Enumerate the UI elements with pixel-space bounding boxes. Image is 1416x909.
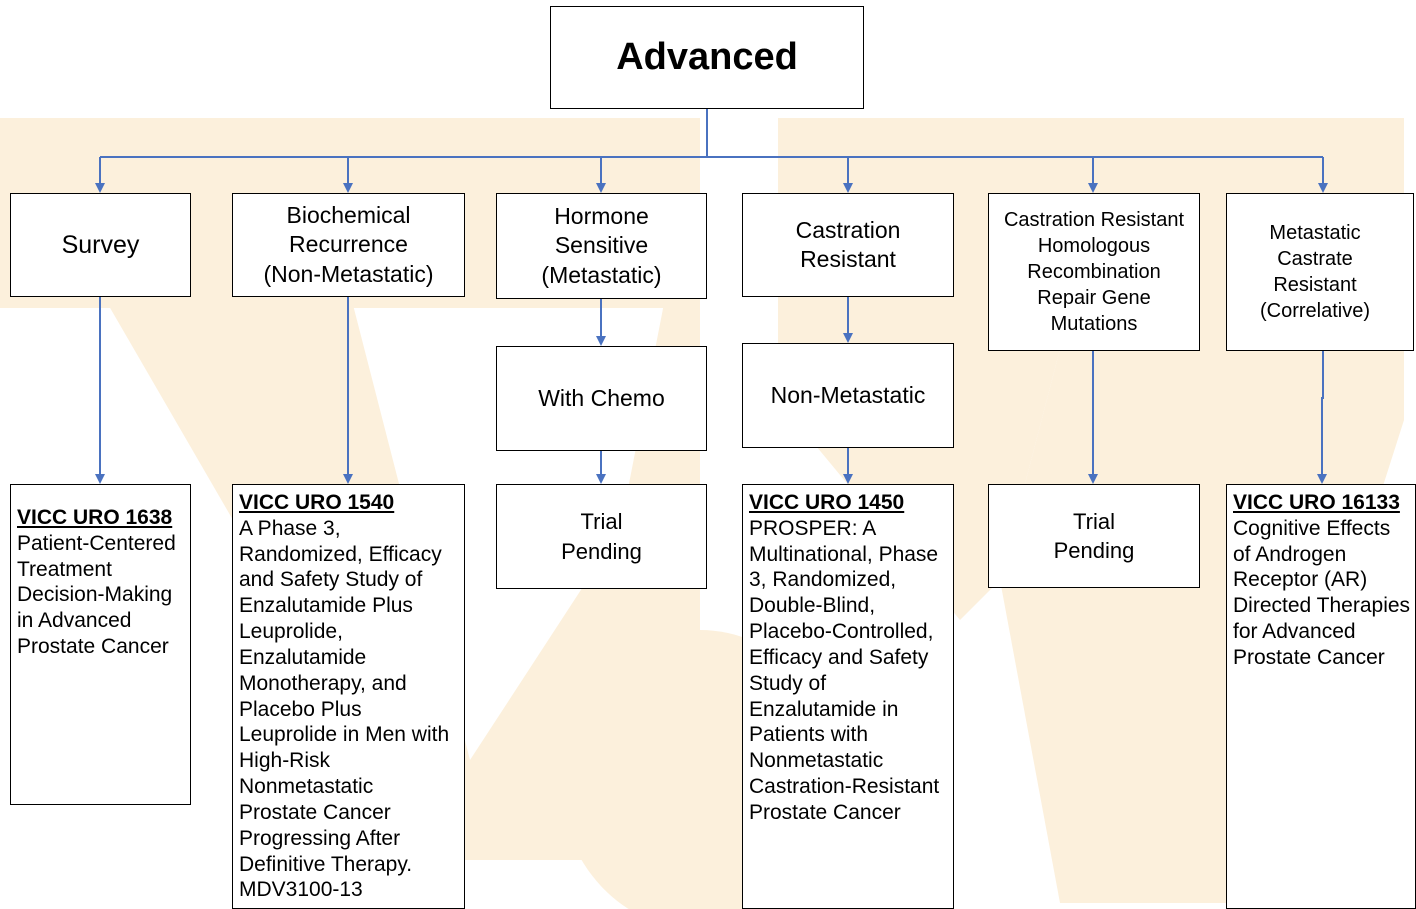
category-label-line: Resistant	[1273, 274, 1357, 296]
trial-pending-hrr: Trial Pending	[988, 484, 1200, 588]
trial-id: VICC URO 1638	[17, 506, 173, 529]
trial-description-line: Monotherapy, and	[239, 671, 407, 695]
trial-description-line: Prostate Cancer	[239, 800, 391, 824]
trial-pending-line: Trial	[580, 509, 623, 535]
trial-description-line: for Advanced	[1233, 620, 1356, 644]
trial-pending-line: Trial	[1073, 508, 1115, 534]
category-label-line: Recombination	[1027, 261, 1161, 283]
subcategory-with-chemo-label: With Chemo	[538, 384, 665, 411]
trial-description-line: Prostate Cancer	[1233, 645, 1385, 669]
category-hormone-sensitive: Hormone Sensitive (Metastatic)	[496, 193, 707, 299]
subcategory-with-chemo: With Chemo	[496, 346, 707, 451]
trial-pending-hormone: Trial Pending	[496, 484, 707, 589]
trial-description-line: 3, Randomized,	[749, 568, 897, 592]
category-label-line: (Correlative)	[1259, 300, 1371, 322]
trial-description-line: Definitive Therapy.	[239, 852, 413, 876]
trial-description-line: Receptor (AR)	[1233, 568, 1368, 592]
category-label-line: Repair Gene	[1037, 287, 1151, 309]
subcategory-non-metastatic: Non-Metastatic	[742, 343, 954, 448]
trial-vicc-uro-1540: VICC URO 1540 A Phase 3, Randomized, Eff…	[232, 484, 465, 909]
category-label-line: Biochemical	[286, 201, 411, 228]
trial-id: VICC URO 16133	[1233, 491, 1400, 514]
trial-description-line: Cognitive Effects	[1233, 516, 1391, 540]
trial-pending-line: Pending	[561, 538, 642, 564]
category-label-line: Castrate	[1277, 248, 1353, 270]
trial-description-line: Prostate Cancer	[17, 635, 169, 659]
trial-description-line: Decision-Making	[17, 583, 173, 607]
trial-description-line: in Advanced	[17, 609, 132, 633]
trial-description-line: Efficacy and Safety	[749, 645, 929, 669]
category-label-line: (Non-Metastatic)	[263, 260, 434, 287]
trial-description-line: MDV3100-13	[239, 878, 363, 902]
root-node-label: Advanced	[616, 36, 798, 79]
trial-description-line: Placebo-Controlled,	[749, 620, 934, 644]
trial-description-line: Castration-Resistant	[749, 775, 940, 799]
trial-description-line: PROSPER: A	[749, 516, 877, 540]
trial-description-line: Study of	[749, 671, 827, 695]
trial-description-line: Prostate Cancer	[749, 800, 901, 824]
trial-description-line: Patient-Centered	[17, 531, 176, 555]
trial-vicc-uro-1450: VICC URO 1450 PROSPER: A Multinational, …	[742, 484, 954, 909]
trial-description-line: of Androgen	[1233, 542, 1347, 566]
category-castration-resistant: Castration Resistant	[742, 193, 954, 297]
trial-id: VICC URO 1540	[239, 491, 395, 514]
trial-description-line: Nonmetastatic	[749, 749, 884, 773]
category-survey-label: Survey	[61, 231, 140, 259]
category-label-line: Hormone	[554, 202, 649, 229]
category-metastatic-castrate-resistant: Metastatic Castrate Resistant (Correlati…	[1226, 193, 1414, 351]
trial-description-line: Treatment	[17, 557, 112, 581]
trial-pending-line: Pending	[1053, 538, 1135, 563]
trial-description-line: Leuprolide,	[239, 620, 343, 644]
trial-description-line: Enzalutamide Plus	[239, 594, 413, 618]
category-label-line: Sensitive	[554, 232, 649, 259]
trial-description-line: Progressing After	[239, 826, 401, 850]
trial-description-line: High-Risk	[239, 749, 331, 773]
subcategory-non-metastatic-label: Non-Metastatic	[770, 381, 926, 408]
trial-description-line: Randomized, Efficacy	[239, 542, 442, 566]
trial-description-line: A Phase 3,	[239, 516, 341, 540]
trial-description-line: Double-Blind,	[749, 594, 876, 618]
category-biochemical-recurrence: Biochemical Recurrence (Non-Metastatic)	[232, 193, 465, 297]
trial-description-line: Enzalutamide in	[749, 697, 899, 721]
trial-id: VICC URO 1450	[749, 491, 905, 514]
category-label-line: (Metastatic)	[541, 261, 662, 288]
trial-description-line: and Safety Study of	[239, 568, 423, 592]
category-label-line: Castration	[795, 216, 901, 243]
trial-description-line: Enzalutamide	[239, 645, 367, 669]
connector-mcrpc-trial	[1317, 351, 1327, 484]
trial-description-line: Patients with	[749, 723, 869, 747]
category-hrr-gene-mutations: Castration Resistant Homologous Recombin…	[988, 193, 1200, 351]
category-label-line: Castration Resistant	[1003, 209, 1185, 231]
trial-description-line: Leuprolide in Men with	[239, 723, 450, 747]
trial-description-line: Directed Therapies	[1233, 594, 1411, 618]
root-node-advanced: Advanced	[550, 6, 864, 109]
trial-vicc-uro-1638: VICC URO 1638 Patient-Centered Treatment…	[10, 484, 191, 805]
category-label-line: Homologous	[1037, 235, 1151, 257]
trial-description-line: Nonmetastatic	[239, 775, 374, 799]
category-label-line: Resistant	[800, 246, 896, 272]
trial-vicc-uro-16133: VICC URO 16133 Cognitive Effects of Andr…	[1226, 484, 1416, 909]
category-survey: Survey	[10, 193, 191, 297]
trial-description-line: Placebo Plus	[239, 697, 362, 721]
trial-description-line: Multinational, Phase	[749, 542, 939, 566]
category-label-line: Recurrence	[289, 231, 408, 258]
category-label-line: Mutations	[1050, 313, 1138, 335]
category-label-line: Metastatic	[1269, 222, 1361, 244]
